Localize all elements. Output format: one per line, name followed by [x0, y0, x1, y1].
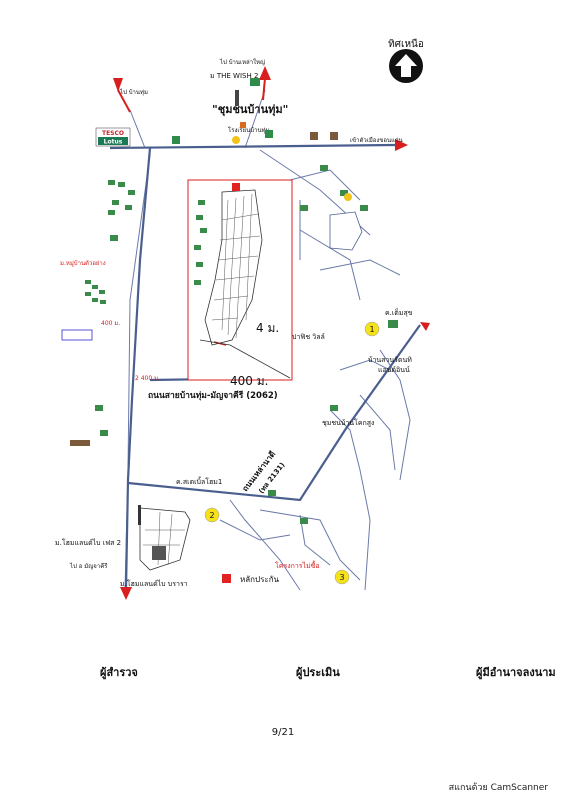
arrow-down-icon — [120, 587, 132, 600]
lower-left-block — [138, 505, 191, 571]
label-mo-home: ม.โฮมแลนด์ไบ บรารา — [120, 579, 188, 588]
dim-small-2400: 2 400 ม. — [135, 375, 160, 382]
landmark-icons — [172, 78, 338, 144]
pond-area — [329, 211, 363, 251]
page-number: 9/21 — [271, 727, 295, 738]
dim-small-400: 400 ม. — [101, 320, 120, 327]
signature-appraiser: ผู้ประเมิน — [296, 666, 340, 679]
label-mo-home-2: ม.โฮมแลนด์ไบ เฟส 2 — [55, 538, 121, 547]
label-chumchon: ชุมชนบ้านโคกสูง — [322, 418, 374, 427]
label-school: โรงเรียนบ้านทุ่ม — [228, 126, 270, 134]
label-to-top-left: ไป บ้านทุ่ม — [119, 88, 148, 96]
site-inset: 4 ม. 400 ม. — [187, 179, 293, 388]
label-to-top-mid: ไป บ้านเหล่าใหญ่ — [219, 58, 265, 66]
marker-2 — [204, 507, 220, 523]
legend-label: หลักประกัน — [240, 575, 280, 584]
signature-surveyor: ผู้สำรวจ — [100, 666, 138, 679]
dim-400m: 400 ม. — [230, 374, 268, 388]
svg-text:2: 2 — [209, 511, 214, 520]
road-main-label: ถนนสายบ้านทุ่ม-มัญจาคีรี (2062) — [148, 390, 278, 401]
label-to-right: เข้าตัวเมืองขอนแก่น — [350, 136, 403, 144]
marker-1 — [364, 321, 380, 337]
svg-text:Lotus: Lotus — [104, 139, 123, 146]
road-arrows — [113, 66, 430, 600]
marker-3 — [334, 569, 350, 585]
label-the-wish: ม THE WISH 2 — [210, 72, 258, 80]
label-suan: บ้านสวนรัตนทิ — [368, 356, 412, 364]
label-khem-suk: ค.เต็มสุข — [385, 308, 413, 317]
svg-text:TESCO: TESCO — [102, 130, 124, 137]
collateral-marker — [232, 183, 240, 191]
left-buildings — [85, 180, 135, 436]
arrow-up-icon — [259, 66, 271, 80]
label-project: โครงการไม่ซื้อ — [275, 559, 320, 570]
label-kadet: ค.สเตเบิ้ลโฮม1 — [176, 475, 222, 486]
label-village-sign: ม.หมู่บ้านตัวอย่าง — [60, 260, 106, 267]
scanner-watermark: สแกนด้วย CamScanner — [448, 783, 548, 793]
label-suan-2: แอนด์อินน์ — [378, 366, 410, 374]
svg-text:1: 1 — [369, 325, 374, 334]
arrow-ne-icon — [420, 322, 430, 331]
north-arrow: ทิศเหนือ — [388, 38, 424, 83]
north-label: ทิศเหนือ — [388, 38, 424, 50]
legend: หลักประกัน — [222, 574, 280, 584]
numbered-markers: 1 2 3 — [204, 321, 380, 585]
left-sign-box — [61, 329, 93, 341]
label-to-bottom-left: ไป อ มัญจาคีรี — [69, 562, 108, 570]
signature-authorizer: ผู้มีอำนาจลงนาม — [476, 666, 556, 679]
dim-4m: 4 ม. — [256, 321, 279, 335]
arrow-up-left-icon — [113, 78, 123, 92]
label-park: ปาฟิช วิลล์ — [292, 333, 325, 341]
right-buildings — [268, 165, 398, 524]
legend-swatch — [222, 574, 231, 583]
arrow-right-icon — [395, 139, 408, 151]
community-title: "ชุมชนบ้านทุ่ม" — [212, 103, 288, 117]
tesco-lotus-logo: TESCO Lotus — [95, 127, 131, 147]
svg-text:3: 3 — [339, 573, 344, 582]
